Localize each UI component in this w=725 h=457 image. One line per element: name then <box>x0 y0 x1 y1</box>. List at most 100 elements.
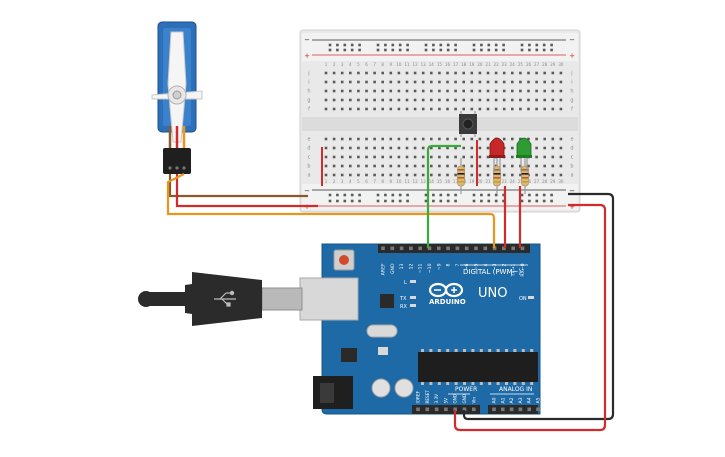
header-pin-hole[interactable] <box>399 246 404 251</box>
led-on <box>528 296 534 299</box>
resistor-band <box>493 173 501 175</box>
header-pin-hole[interactable] <box>492 407 496 412</box>
column-number: 20 <box>477 62 483 67</box>
breadboard-hole <box>454 80 457 84</box>
header-pin-hole[interactable] <box>381 246 385 251</box>
rail-hole <box>328 43 332 47</box>
header-pin-hole[interactable] <box>390 246 395 251</box>
rail-hole <box>454 48 457 52</box>
rail-hole <box>328 193 332 197</box>
breadboard-hole <box>349 98 352 102</box>
breadboard-hole <box>389 71 393 75</box>
header-pin-hole[interactable] <box>511 246 515 251</box>
reset-button-cap[interactable] <box>339 255 349 265</box>
breadboard-hole <box>340 173 344 177</box>
push-button-cap[interactable] <box>462 118 474 130</box>
rail-hole <box>528 48 531 52</box>
row-letter: a <box>570 173 573 179</box>
header-pin-hole[interactable] <box>527 407 531 412</box>
header-pin-hole[interactable] <box>446 246 450 251</box>
wire-servo-gnd <box>168 174 308 198</box>
breadboard-hole <box>365 89 368 93</box>
usb-chip <box>380 294 394 308</box>
capacitor <box>394 378 414 398</box>
chip-pin <box>454 382 458 385</box>
breadboard-hole <box>462 155 465 159</box>
breadboard-hole <box>551 80 555 84</box>
header-pin-hole[interactable] <box>453 407 457 412</box>
header-pin-hole[interactable] <box>474 246 478 251</box>
rail-hole <box>343 48 347 52</box>
breadboard-hole <box>413 164 417 168</box>
header-pin-hole[interactable] <box>425 407 430 412</box>
breadboard-hole <box>397 164 401 168</box>
rail-hole <box>350 43 354 47</box>
breadboard-hole <box>454 71 457 75</box>
chip-pin <box>530 349 534 352</box>
breadboard-hole <box>357 173 360 177</box>
column-number: 23 <box>502 179 508 184</box>
breadboard-hole <box>478 164 482 168</box>
column-number: 16 <box>445 179 451 184</box>
header-pin-hole[interactable] <box>518 407 523 412</box>
column-number: 12 <box>413 62 419 67</box>
header-pin-hole[interactable] <box>462 407 467 412</box>
header-pin-hole[interactable] <box>434 407 439 412</box>
header-pin-hole[interactable] <box>483 246 488 251</box>
breadboard-hole <box>430 107 433 111</box>
breadboard-hole <box>551 173 555 177</box>
row-letter: g <box>307 98 310 104</box>
breadboard-hole <box>405 107 409 111</box>
breadboard-hole <box>543 173 546 177</box>
rail-minus-sign: − <box>569 187 575 195</box>
header-pin-hole[interactable] <box>472 407 476 412</box>
breadboard-hole <box>421 137 425 141</box>
rail-hole <box>550 193 553 197</box>
rail-hole <box>336 43 339 47</box>
rail-hole <box>528 43 531 47</box>
push-button[interactable] <box>459 111 477 137</box>
breadboard-hole <box>365 80 368 84</box>
header-pin-hole[interactable] <box>455 246 460 251</box>
breadboard-hole <box>559 71 563 75</box>
header-pin-hole[interactable] <box>437 246 441 251</box>
header-pin-hole[interactable] <box>444 407 448 412</box>
red-led-body <box>489 137 505 157</box>
breadboard-hole <box>373 164 376 168</box>
rail-hole <box>472 199 476 203</box>
header-pin-hole[interactable] <box>409 246 413 251</box>
header-pin-hole[interactable] <box>464 246 469 251</box>
header-pin-hole[interactable] <box>416 407 420 412</box>
header-pin-hole[interactable] <box>536 407 540 412</box>
breadboard-hole <box>478 137 482 141</box>
header-pin-hole[interactable] <box>418 246 422 251</box>
breadboard-hole <box>462 164 465 168</box>
breadboard-hole <box>357 155 360 159</box>
rail-hole <box>528 193 531 197</box>
breadboard-hole <box>502 164 506 168</box>
rail-hole <box>520 43 524 47</box>
breadboard-hole <box>405 155 409 159</box>
breadboard-hole <box>470 80 474 84</box>
led-label-tx: TX <box>399 296 407 302</box>
breadboard-hole <box>340 98 344 102</box>
header-pin-hole[interactable] <box>502 246 506 251</box>
breadboard-hole <box>413 80 417 84</box>
breadboard-hole <box>373 98 376 102</box>
header-pin-hole[interactable] <box>501 407 505 412</box>
header-pin-hole[interactable] <box>520 246 525 251</box>
rail-hole <box>406 193 409 197</box>
breadboard-hole <box>470 164 474 168</box>
column-number: 25 <box>518 62 524 67</box>
header-pin-hole[interactable] <box>509 407 514 412</box>
header-pin-hole[interactable] <box>427 246 432 251</box>
chip-pin <box>521 382 525 385</box>
breadboard-hole <box>454 164 457 168</box>
header-pin-hole[interactable] <box>492 246 497 251</box>
breadboard-hole <box>486 146 490 150</box>
breadboard-hole <box>397 89 401 93</box>
breadboard-hole <box>502 80 506 84</box>
breadboard-hole <box>470 137 474 141</box>
column-number: 6 <box>365 179 368 184</box>
